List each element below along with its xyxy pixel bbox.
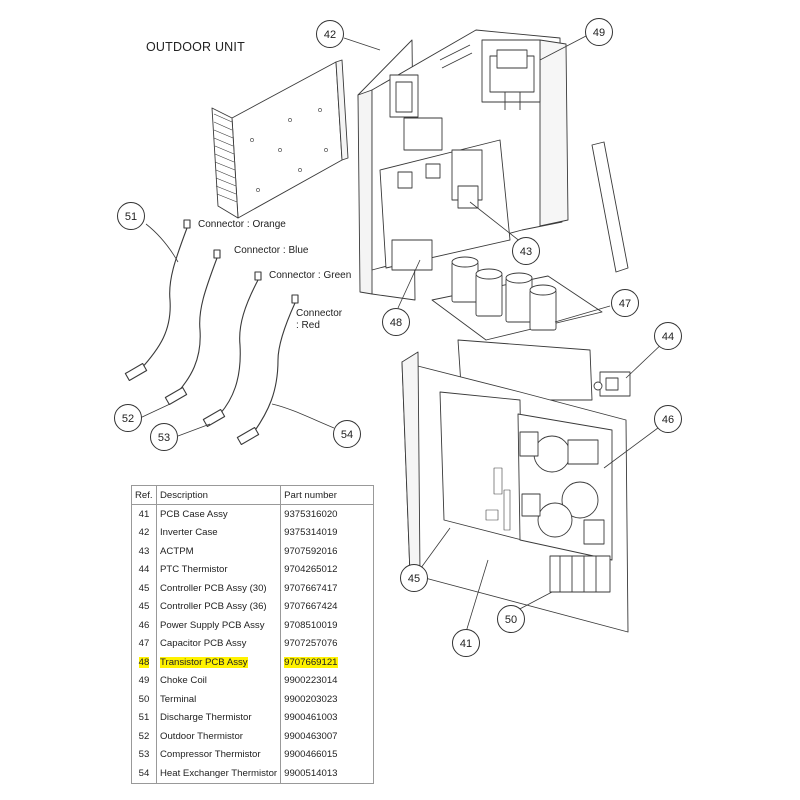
description-cell: Power Supply PCB Assy	[155, 616, 282, 635]
ref-cell: 50	[131, 690, 157, 709]
callout-45: 45	[400, 564, 428, 592]
callout-48: 48	[382, 308, 410, 336]
heat-sink	[211, 59, 349, 219]
thermistor-cables	[124, 219, 299, 446]
part-number-cell: 9900466015	[280, 745, 374, 764]
ref-cell: 44	[131, 560, 157, 579]
part-number-cell: 9900203023	[280, 690, 374, 709]
part-number-cell: 9707257076	[280, 634, 374, 653]
highlighted-text: 9707669121	[284, 656, 338, 668]
ref-cell: 52	[131, 727, 157, 746]
description-cell: Discharge Thermistor	[155, 708, 282, 727]
ref-cell: 53	[131, 745, 157, 764]
pcb-case	[401, 339, 629, 633]
callout-44: 44	[654, 322, 682, 350]
parts-table-header: Ref. Description Part number	[131, 485, 374, 505]
ref-cell: 47	[131, 634, 157, 653]
ref-header: Ref.	[131, 485, 157, 505]
callout-49: 49	[585, 18, 613, 46]
part-number-cell: 9707667417	[280, 579, 374, 598]
ref-cell: 45	[131, 597, 157, 616]
leader-lines	[139, 35, 667, 633]
callout-54: 54	[333, 420, 361, 448]
choke-coil	[481, 39, 541, 110]
description-cell: Heat Exchanger Thermistor	[155, 764, 282, 784]
ref-cell: 42	[131, 523, 157, 542]
part-number-header: Part number	[280, 485, 374, 505]
part-number-cell: 9900461003	[280, 708, 374, 727]
connector-blue-label: Connector : Blue	[234, 245, 309, 256]
ref-cell: 46	[131, 616, 157, 635]
capacitor-pcb	[431, 256, 603, 341]
callout-41: 41	[452, 629, 480, 657]
callout-42: 42	[316, 20, 344, 48]
description-cell: Inverter Case	[155, 523, 282, 542]
description-cell: ACTPM	[155, 542, 282, 561]
part-number-cell: 9375316020	[280, 504, 374, 524]
ref-cell: 48	[131, 653, 157, 672]
part-number-cell: 9708510019	[280, 616, 374, 635]
description-cell: PTC Thermistor	[155, 560, 282, 579]
description-header: Description	[155, 485, 282, 505]
connector-red-label: Connector : Red	[296, 308, 343, 331]
part-number-cell: 9900463007	[280, 727, 374, 746]
table-row: 48 Transistor PCB Assy 9707669121	[131, 653, 374, 672]
part-number-cell: 9900514013	[280, 764, 374, 784]
ptc-thermistor	[593, 371, 631, 397]
ref-cell: 41	[131, 504, 157, 524]
description-cell: Controller PCB Assy (30)	[155, 579, 282, 598]
ref-cell: 43	[131, 542, 157, 561]
description-cell: Compressor Thermistor	[155, 745, 282, 764]
description-cell: PCB Case Assy	[155, 504, 282, 524]
part-number-cell: 9900223014	[280, 671, 374, 690]
callout-51: 51	[117, 202, 145, 230]
ref-cell: 45	[131, 579, 157, 598]
description-cell: Capacitor PCB Assy	[155, 634, 282, 653]
callout-43: 43	[512, 237, 540, 265]
highlighted-text: 48	[138, 656, 150, 668]
mounting-bracket	[591, 141, 629, 273]
description-cell: Terminal	[155, 690, 282, 709]
ref-cell: 49	[131, 671, 157, 690]
description-cell: Outdoor Thermistor	[155, 727, 282, 746]
callout-46: 46	[654, 405, 682, 433]
part-number-cell: 9707669121	[280, 653, 374, 672]
connector-green-label: Connector : Green	[269, 270, 352, 281]
diagram-title: OUTDOOR UNIT	[146, 40, 245, 54]
callout-52: 52	[114, 404, 142, 432]
callout-50: 50	[497, 605, 525, 633]
callout-47: 47	[611, 289, 639, 317]
part-number-cell: 9707667424	[280, 597, 374, 616]
ref-cell: 54	[131, 764, 157, 784]
part-number-cell: 9375314019	[280, 523, 374, 542]
highlighted-text: Transistor PCB Assy	[160, 656, 248, 668]
description-cell: Choke Coil	[155, 671, 282, 690]
description-cell: Controller PCB Assy (36)	[155, 597, 282, 616]
callout-53: 53	[150, 423, 178, 451]
connector-orange-label: Connector : Orange	[198, 219, 286, 230]
ref-cell: 51	[131, 708, 157, 727]
part-number-cell: 9707592016	[280, 542, 374, 561]
part-number-cell: 9704265012	[280, 560, 374, 579]
description-cell: Transistor PCB Assy	[155, 653, 282, 672]
